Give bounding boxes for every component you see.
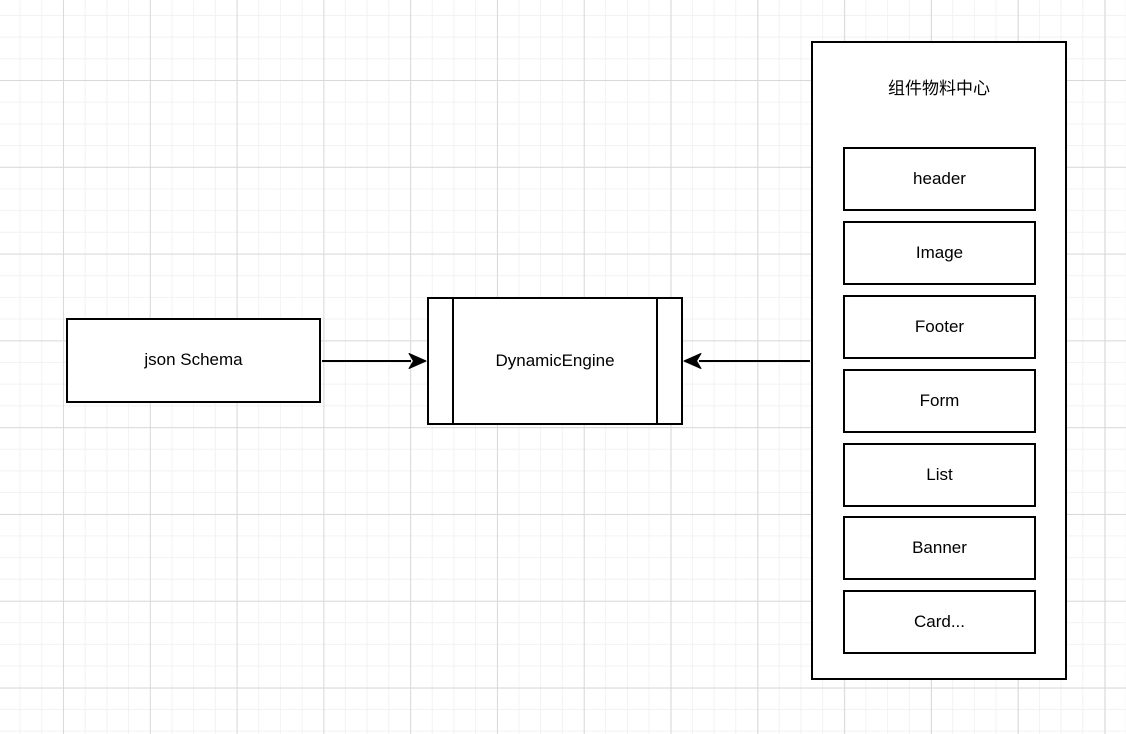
node-dynamic-engine: DynamicEngine [427,297,683,425]
arrowhead-right-icon [408,353,427,369]
material-item-card: Card... [843,590,1036,654]
material-item-list: List [843,443,1036,507]
node-dynamic-engine-label: DynamicEngine [495,350,615,370]
container-material-center: 组件物料中心 header Image Footer Form List Ban… [811,41,1067,680]
process-bar-right [656,299,658,423]
node-json-schema: json Schema [66,318,321,403]
material-center-title: 组件物料中心 [888,79,990,98]
material-item-form: Form [843,369,1036,433]
material-item-header: header [843,147,1036,211]
process-bar-left [452,299,454,423]
arrow-material-center-to-dynamic-engine [683,353,810,369]
material-item-image: Image [843,221,1036,285]
arrowhead-left-icon [683,353,702,369]
arrow-json-schema-to-dynamic-engine [322,353,427,369]
material-item-footer: Footer [843,295,1036,359]
node-json-schema-label: json Schema [144,350,243,370]
material-item-banner: Banner [843,516,1036,580]
